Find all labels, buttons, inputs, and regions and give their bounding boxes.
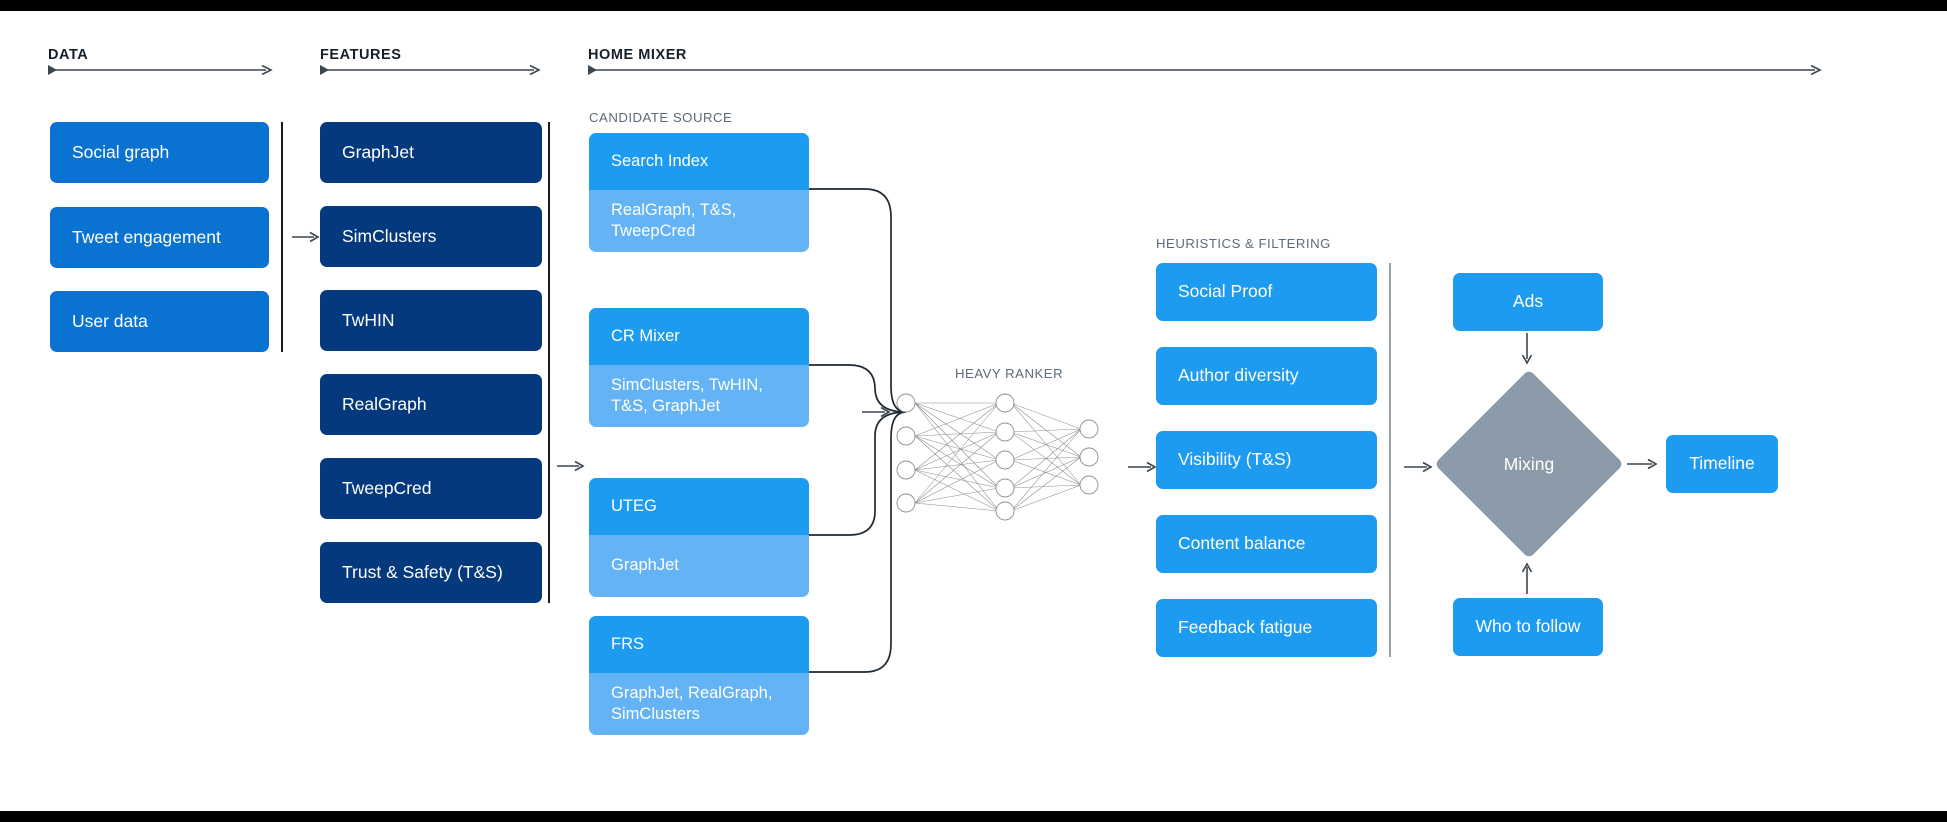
mixing-node[interactable]: Mixing [1434, 369, 1624, 559]
phase-arrow-home-mixer [588, 65, 1823, 75]
feature-box-twhin[interactable]: TwHIN [320, 290, 542, 351]
letterbox-top [0, 0, 1947, 11]
candidate-card-title: Search Index [589, 133, 809, 190]
heuristic-box-label: Social Proof [1178, 281, 1273, 302]
candidate-card-title: FRS [589, 616, 809, 673]
feature-box-label: RealGraph [342, 393, 427, 414]
candidate-to-ranker-brackets [805, 131, 950, 696]
data-box-label: User data [72, 310, 148, 331]
heuristic-box-label: Visibility (T&S) [1178, 449, 1292, 470]
data-box-label: Tweet engagement [72, 226, 221, 247]
arrow-ranker-to-heuristics [1128, 461, 1158, 473]
mixing-label: Mixing [1503, 454, 1555, 474]
letterbox-bottom [0, 811, 1947, 822]
separator-features-homemixer [548, 122, 550, 603]
heavy-ranker-label: HEAVY RANKER [955, 366, 1064, 381]
feature-box-graphjet[interactable]: GraphJet [320, 122, 542, 183]
output-box-label: Timeline [1689, 453, 1755, 474]
heuristic-box-author-diversity[interactable]: Author diversity [1156, 347, 1377, 405]
heuristic-box-label: Content balance [1178, 533, 1306, 554]
phase-title-features: FEATURES [320, 47, 402, 63]
arrow-mixing-to-timeline [1627, 458, 1659, 470]
candidate-source-label: CANDIDATE SOURCE [589, 110, 733, 125]
data-box-user-data[interactable]: User data [50, 291, 269, 352]
heuristic-box-visibility[interactable]: Visibility (T&S) [1156, 431, 1377, 489]
feature-box-simclusters[interactable]: SimClusters [320, 206, 542, 267]
separator-data-features [281, 122, 283, 352]
candidate-card-frs[interactable]: FRS GraphJet, RealGraph, SimClusters [589, 616, 809, 735]
feature-box-realgraph[interactable]: RealGraph [320, 374, 542, 435]
heuristic-box-label: Author diversity [1178, 365, 1299, 386]
arrow-features-to-candidates [557, 460, 585, 472]
candidate-card-features: SimClusters, TwHIN, T&S, GraphJet [589, 365, 809, 427]
data-box-social-graph[interactable]: Social graph [50, 122, 269, 183]
candidate-card-search-index[interactable]: Search Index RealGraph, T&S, TweepCred [589, 133, 809, 252]
heuristic-box-social-proof[interactable]: Social Proof [1156, 263, 1377, 321]
candidate-card-features: GraphJet [589, 535, 809, 597]
candidate-card-cr-mixer[interactable]: CR Mixer SimClusters, TwHIN, T&S, GraphJ… [589, 308, 809, 427]
output-box-ads[interactable]: Ads [1453, 273, 1603, 331]
feature-box-label: GraphJet [342, 141, 414, 162]
data-box-tweet-engagement[interactable]: Tweet engagement [50, 207, 269, 268]
heuristic-box-content-balance[interactable]: Content balance [1156, 515, 1377, 573]
phase-arrow-features [320, 65, 542, 75]
output-box-who-to-follow[interactable]: Who to follow [1453, 598, 1603, 656]
phase-title-data: DATA [48, 47, 89, 63]
feature-box-label: SimClusters [342, 225, 437, 246]
separator-heuristics-output [1389, 263, 1391, 657]
feature-box-label: TweepCred [342, 477, 432, 498]
candidate-card-uteg[interactable]: UTEG GraphJet [589, 478, 809, 597]
phase-title-home-mixer: HOME MIXER [588, 47, 687, 63]
heuristic-box-feedback-fatigue[interactable]: Feedback fatigue [1156, 599, 1377, 657]
candidate-card-title: CR Mixer [589, 308, 809, 365]
diagram-canvas: DATA FEATURES HOME MIXER [0, 11, 1947, 811]
heavy-ranker-network [895, 389, 1110, 526]
output-box-timeline[interactable]: Timeline [1666, 435, 1778, 493]
feature-box-tweepcred[interactable]: TweepCred [320, 458, 542, 519]
candidate-card-title: UTEG [589, 478, 809, 535]
phase-arrow-data [48, 65, 274, 75]
feature-box-label: Trust & Safety (T&S) [342, 561, 503, 582]
candidate-card-features: GraphJet, RealGraph, SimClusters [589, 673, 809, 735]
feature-box-label: TwHIN [342, 309, 395, 330]
output-box-label: Who to follow [1475, 616, 1581, 637]
data-box-label: Social graph [72, 141, 170, 162]
arrow-ads-to-mixing [1521, 333, 1533, 366]
arrow-heuristics-to-mixing [1404, 461, 1434, 473]
arrow-data-to-features [292, 231, 320, 243]
feature-box-trust-safety[interactable]: Trust & Safety (T&S) [320, 542, 542, 603]
output-box-label: Ads [1512, 291, 1544, 312]
arrow-who-to-follow-to-mixing [1521, 561, 1533, 594]
heuristic-box-label: Feedback fatigue [1178, 617, 1313, 638]
candidate-card-features: RealGraph, T&S, TweepCred [589, 190, 809, 252]
heuristics-label: HEURISTICS & FILTERING [1156, 236, 1331, 251]
arrow-candidates-to-ranker [862, 406, 892, 418]
